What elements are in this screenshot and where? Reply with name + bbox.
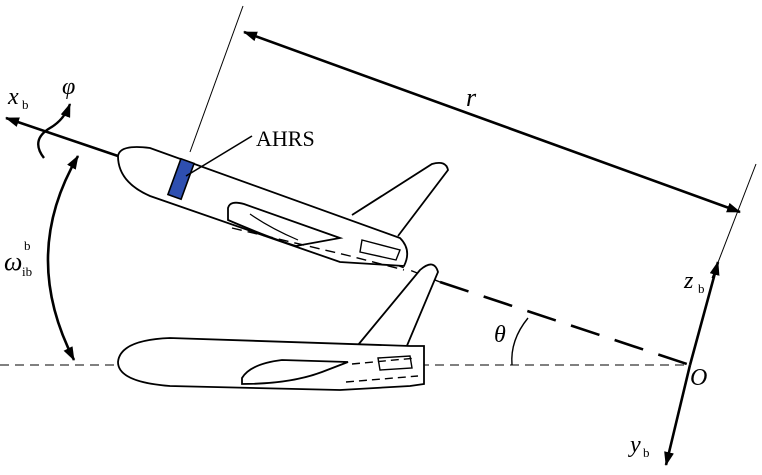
svg-text:y: y <box>628 432 641 458</box>
ahrs-leader-line <box>185 135 253 177</box>
y-axis-arrow <box>664 364 692 466</box>
r-extension-line-right <box>711 163 757 279</box>
z-axis-arrow <box>688 261 720 366</box>
pitched-tail-fin <box>351 161 449 237</box>
origin-label: O <box>690 365 707 391</box>
level-engine <box>377 355 413 371</box>
pitched-wing <box>227 201 344 247</box>
body-axis-dashed-line <box>439 280 691 367</box>
svg-text:b: b <box>22 97 29 112</box>
distance-r-arrow <box>243 30 741 214</box>
svg-text:z: z <box>683 268 694 294</box>
level-wing <box>241 359 349 385</box>
roll-rotation-arrow <box>37 103 72 159</box>
y-axis-label: y b <box>628 432 650 460</box>
pitched-engine <box>359 239 401 261</box>
svg-text:b: b <box>643 445 650 460</box>
svg-text:b: b <box>698 281 705 296</box>
x-axis-arrow <box>5 116 119 158</box>
level-tail-fin <box>357 263 439 349</box>
z-axis-label: z b <box>683 268 705 296</box>
roll-angle-label: φ <box>62 74 75 100</box>
omega-label: ω b ib <box>4 238 32 279</box>
omega-rotation-arc <box>46 155 80 361</box>
svg-text:x: x <box>7 84 19 110</box>
distance-r-label: r <box>466 83 477 112</box>
ahrs-label: AHRS <box>256 126 315 151</box>
level-fuselage <box>117 337 425 391</box>
pitch-angle-arc <box>511 317 529 366</box>
level-aircraft <box>117 263 439 391</box>
x-axis-label: x b <box>7 84 29 112</box>
svg-text:b: b <box>24 238 31 253</box>
ahrs-unit <box>166 157 196 201</box>
svg-text:ω: ω <box>4 247 22 276</box>
pitch-angle-label: θ <box>494 322 506 348</box>
svg-text:ib: ib <box>22 264 32 279</box>
r-extension-line-left <box>189 5 244 153</box>
pitched-aircraft <box>117 146 449 271</box>
